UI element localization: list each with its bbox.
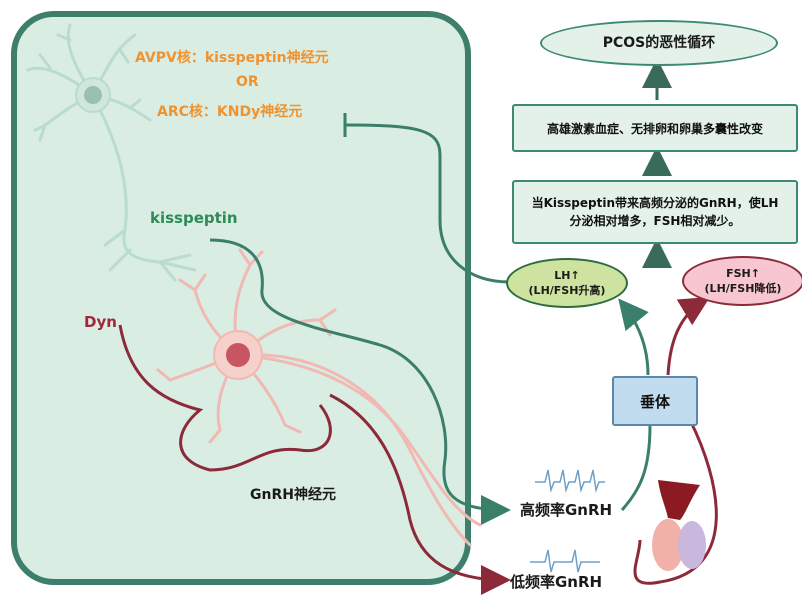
avpv-label: AVPV核：kisspeptin神经元	[135, 47, 329, 67]
mechanism-box: 当Kisspeptin带来高频分泌的GnRH，使LH 分泌相对增多，FSH相对减…	[512, 180, 798, 244]
lh-ratio-label: (LH/FSH升高)	[529, 283, 606, 298]
pcos-outcome-box: 高雄激素血症、无排卵和卵巢多囊性改变	[512, 104, 798, 152]
lh-ellipse: LH↑ (LH/FSH升高)	[506, 258, 628, 308]
low-freq-gnrh-label: 低频率GnRH	[510, 571, 602, 592]
pituitary-label: 垂体	[640, 391, 670, 412]
fsh-ellipse: FSH↑ (LH/FSH降低)	[682, 256, 802, 306]
arc-label: ARC核：KNDy神经元	[157, 101, 302, 121]
pcos-cycle-ellipse: PCOS的恶性循环	[540, 20, 778, 66]
gnrh-neuron-label: GnRH神经元	[250, 484, 336, 504]
high-freq-to-pituitary	[622, 425, 650, 510]
dyn-label: Dyn	[84, 313, 117, 331]
pcos-cycle-label: PCOS的恶性循环	[603, 36, 716, 51]
fsh-ratio-label: (LH/FSH降低)	[705, 281, 782, 296]
fsh-label: FSH↑	[726, 266, 760, 281]
lh-label: LH↑	[554, 268, 579, 283]
or-label: OR	[236, 74, 259, 90]
pituitary-to-lh	[622, 303, 648, 375]
kisspeptin-label: kisspeptin	[150, 209, 238, 227]
high-freq-waveform	[535, 470, 605, 490]
high-freq-gnrh-label: 高频率GnRH	[520, 499, 612, 520]
pituitary-box: 垂体	[612, 376, 698, 426]
pcos-outcome-text: 高雄激素血症、无排卵和卵巢多囊性改变	[547, 120, 763, 137]
mechanism-line-2: 分泌相对增多，FSH相对减少。	[570, 212, 741, 230]
pituitary-gland-illustration	[652, 480, 706, 571]
low-freq-waveform	[530, 550, 600, 572]
mechanism-line-1: 当Kisspeptin带来高频分泌的GnRH，使LH	[532, 194, 779, 212]
